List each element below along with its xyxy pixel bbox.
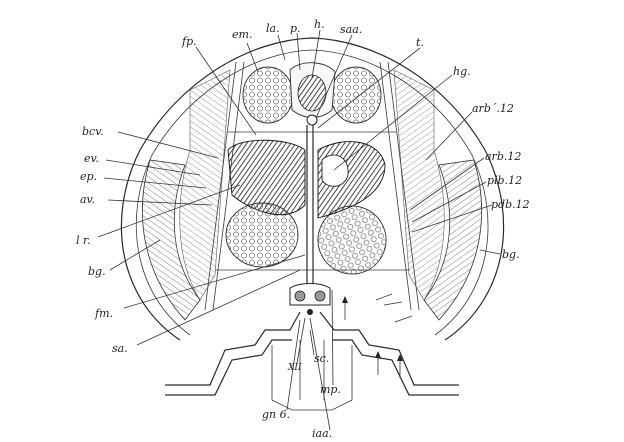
flow-arrows xyxy=(342,293,413,378)
label-sa: sa. xyxy=(112,342,128,355)
label-bcv: bcv. xyxy=(82,125,104,138)
leader-lines xyxy=(97,29,501,431)
body-wall xyxy=(120,37,505,341)
label-p: p. xyxy=(290,22,301,35)
label-bg-right: bg. xyxy=(502,248,520,261)
labels: fp. em. la. p. h. saa. t. hg. arb´.12 ar… xyxy=(76,18,530,440)
nerve-cord xyxy=(289,283,331,315)
label-ep: ep. xyxy=(80,170,97,183)
central-dark-organ xyxy=(227,139,386,219)
upper-cellular-masses xyxy=(242,62,382,126)
label-saa: saa. xyxy=(340,23,362,36)
lateral-walls xyxy=(204,61,420,311)
label-fp: fp. xyxy=(181,35,197,48)
right-muscle-bundle xyxy=(393,69,482,321)
label-pdb12: pdb.12 xyxy=(491,198,530,211)
label-av: av. xyxy=(80,193,95,206)
label-XII: XII xyxy=(287,363,302,373)
label-lr: l r. xyxy=(76,234,91,247)
central-vessel xyxy=(306,125,314,290)
label-ev: ev. xyxy=(84,152,99,165)
label-mp: mp. xyxy=(320,383,341,396)
label-plb12: plb.12 xyxy=(487,174,522,187)
lower-cellular-masses xyxy=(225,202,387,275)
label-gn6: gn 6. xyxy=(262,408,290,421)
ventral-outline xyxy=(165,311,459,411)
label-sc: sc. xyxy=(314,352,329,365)
label-t: t. xyxy=(416,36,424,49)
left-muscle-bundle xyxy=(142,69,231,321)
label-iaa: iaa. xyxy=(312,427,332,440)
label-bg-left: bg. xyxy=(88,265,106,278)
label-h: h. xyxy=(314,18,325,31)
label-arb-prime-12: arb´.12 xyxy=(472,102,514,115)
label-em: em. xyxy=(232,28,252,41)
label-hg: hg. xyxy=(453,65,471,78)
label-la: la. xyxy=(266,22,280,35)
label-arb12: arb.12 xyxy=(485,150,521,163)
label-fm: fm. xyxy=(94,307,113,320)
